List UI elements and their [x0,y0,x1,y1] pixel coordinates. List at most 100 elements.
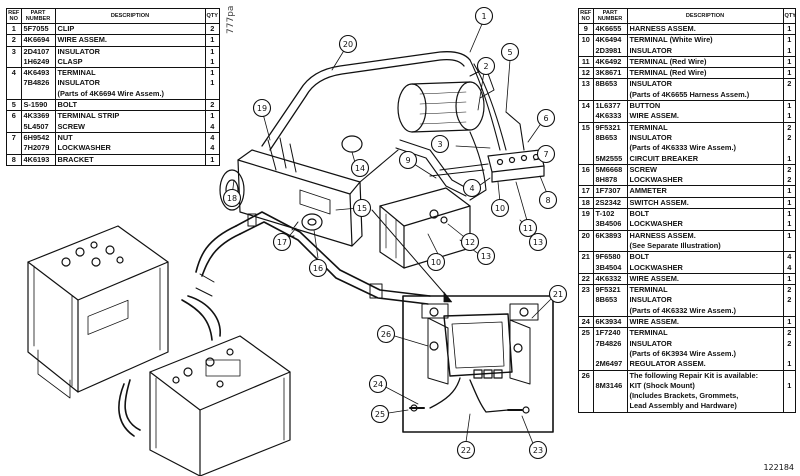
part-number-cell [593,240,628,252]
quantity-cell: 2 [787,338,792,348]
description-cell: (Parts of 4K6332 Wire Assem.) [627,305,784,317]
svg-text:10: 10 [431,258,441,267]
svg-text:26: 26 [381,330,391,339]
quantity-cell: 1 [205,45,219,57]
part-number-cell: 4K6333 [593,111,628,123]
part-number-cell: 8B653 [593,78,628,90]
battery-left [27,225,169,399]
part-number-cell [21,88,56,100]
ref-cell: 9 [579,23,594,35]
description-cell: INSULATOR [627,338,784,349]
svg-text:5: 5 [507,48,512,57]
part-number-cell: 1L6377 [593,100,628,112]
svg-text:22: 22 [461,446,471,455]
ref-cell [7,143,22,155]
part-number-cell: 7H2079 [21,143,56,155]
part-number-cell [593,401,628,412]
callout-numbers: 1 2 5 6 7 8 3 9 4 10 11 13 12 13 10 14 1… [227,12,563,455]
terminal-strip [429,59,545,201]
quantity-cell: 4 [210,143,215,153]
part-number-cell: 9F5321 [593,121,628,133]
description-cell: (Parts of 6K3934 Wire Assem.) [627,348,784,360]
description-cell: TERMINAL (Red Wire) [627,67,784,79]
part-number-cell: 5M6668 [593,163,628,176]
description-cell: SCREW [627,163,784,176]
ref-cell: 21 [579,251,594,263]
battery-cables [118,211,431,437]
description-cell: WIRE ASSEM. [627,316,784,328]
quantity-cell: 1 [783,185,795,198]
svg-text:17: 17 [277,238,287,247]
header-ref: REF NO [7,9,22,24]
description-cell: WIRE ASSEM. [627,111,784,123]
ref-cell [579,391,594,402]
quantity-cell [783,369,795,381]
description-cell: HARNESS ASSEM. [627,23,784,35]
ref-cell [7,78,22,89]
part-number-cell: 1F7307 [593,185,628,198]
ref-cell: 17 [579,185,594,198]
ref-cell [579,380,594,392]
part-number-cell: 1F7240 [593,327,628,339]
quantity-cell: 1 [783,100,795,112]
ref-cell: 8 [7,153,22,165]
part-number-cell: 4K6332 [593,272,628,285]
part-number-cell [593,143,628,154]
part-number-cell: S-1590 [21,99,56,111]
part-number-cell: 4K6492 [593,55,628,68]
part-number-cell: 2M6497 [593,359,628,370]
part-number-cell [593,89,628,101]
svg-text:6: 6 [543,114,548,123]
table-row: (Includes Brackets, Grommets, [579,391,795,402]
description-cell: TERMINAL STRIP [55,110,206,122]
part-number-cell: 5M2555 [593,153,628,165]
quantity-cell: 1 [783,196,795,209]
ref-cell: 18 [579,196,594,209]
part-number-cell: 9F6580 [593,251,628,263]
table-row: (Parts of 4K6694 Wire Assem.) [7,88,219,100]
quantity-cell: 1 [783,34,795,46]
svg-text:12: 12 [465,238,475,247]
battery-right [149,335,291,476]
part-number-cell: 3B4506 [593,219,628,231]
description-cell: AMMETER [627,185,784,198]
description-cell: WIRE ASSEM. [55,34,206,47]
ref-cell: 12 [579,67,594,79]
quantity-cell: 2 [210,24,215,33]
quantity-cell: 1 [210,78,215,88]
quantity-cell: 1 [205,153,219,165]
ref-cell [7,121,22,133]
svg-text:16: 16 [313,264,323,273]
ref-cell: 24 [579,316,594,328]
part-number-cell: 7B4826 [21,78,56,89]
callout-circles [222,6,568,460]
svg-text:24: 24 [373,380,383,389]
ref-cell [579,111,594,123]
ref-cell: 25 [579,327,594,339]
quantity-cell: 1 [787,359,792,369]
description-cell: (Includes Brackets, Grommets, [627,391,784,402]
description-cell: WIRE ASSEM. [627,272,784,285]
quantity-cell: 4 [783,251,795,263]
description-cell: Lead Assembly and Hardware) [627,401,784,412]
description-cell: TERMINAL [627,121,784,133]
ref-cell: 2 [7,34,22,47]
ref-cell: 7 [7,131,22,144]
ref-cell [579,219,594,231]
